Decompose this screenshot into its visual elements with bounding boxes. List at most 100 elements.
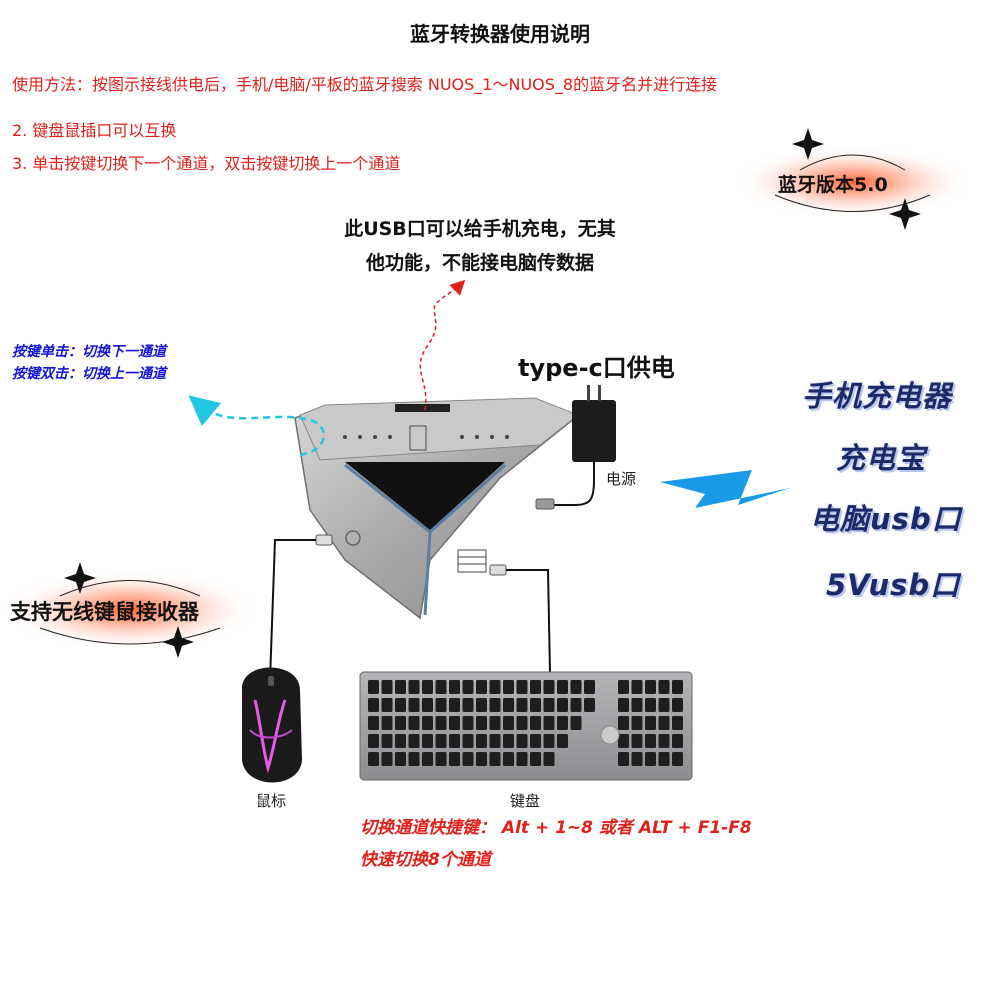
keyboard-key bbox=[395, 698, 406, 712]
keyboard-key bbox=[422, 752, 433, 766]
power-adapter bbox=[535, 385, 616, 510]
keyboard-key bbox=[435, 752, 447, 766]
keyboard-key bbox=[672, 716, 683, 730]
keyboard-key bbox=[658, 734, 670, 748]
keyboard-key bbox=[462, 752, 474, 766]
keyboard-key bbox=[489, 752, 501, 766]
keyboard-key bbox=[449, 716, 460, 730]
power-source-pc-usb: 电脑usb口 bbox=[810, 502, 962, 536]
converter-device bbox=[294, 397, 579, 620]
keyboard-key bbox=[631, 680, 643, 694]
keyboard-key bbox=[381, 698, 393, 712]
keyboard-key bbox=[476, 716, 487, 730]
keyboard-key bbox=[645, 716, 656, 730]
keyboard-key bbox=[381, 716, 393, 730]
keyboard-key bbox=[672, 680, 683, 694]
keyboard-key bbox=[543, 734, 555, 748]
keyboard-key bbox=[516, 680, 528, 694]
keyboard-key bbox=[672, 734, 683, 748]
keyboard-key bbox=[631, 734, 643, 748]
button-note: 按键单击：切换下一通道 按键双击：切换上一通道 bbox=[12, 341, 166, 385]
keyboard-key bbox=[368, 752, 379, 766]
keyboard-key bbox=[435, 698, 447, 712]
keyboard-key bbox=[516, 716, 528, 730]
keyboard-key bbox=[476, 698, 487, 712]
power-source-charger: 手机充电器 bbox=[802, 379, 953, 413]
keyboard-key bbox=[435, 716, 447, 730]
keyboard-key bbox=[368, 680, 379, 694]
mouse-image bbox=[241, 667, 302, 783]
keyboard-key bbox=[618, 698, 629, 712]
button-note-line-1: 按键单击：切换下一通道 bbox=[12, 344, 166, 360]
keyboard-key bbox=[516, 752, 528, 766]
keyboard-key bbox=[503, 716, 514, 730]
keyboard-key bbox=[658, 752, 670, 766]
power-source-powerbank: 充电宝 bbox=[836, 441, 927, 475]
keyboard-key bbox=[449, 734, 460, 748]
keyboard-key bbox=[631, 698, 643, 712]
page-title: 蓝牙转换器使用说明 bbox=[410, 22, 590, 46]
keyboard-key bbox=[543, 752, 555, 766]
keyboard-key bbox=[408, 752, 420, 766]
keyboard-key bbox=[543, 698, 555, 712]
keyboard-key bbox=[557, 698, 568, 712]
keyboard-key bbox=[631, 752, 643, 766]
keyboard-key bbox=[368, 716, 379, 730]
keyboard-key bbox=[557, 680, 568, 694]
keyboard-key bbox=[516, 734, 528, 748]
usb-note-line-2: 他功能，不能接电脑传数据 bbox=[365, 252, 594, 274]
keyboard-key bbox=[672, 698, 683, 712]
keyboard-key bbox=[618, 680, 629, 694]
keyboard-key bbox=[530, 752, 541, 766]
keyboard-key bbox=[368, 734, 379, 748]
keyboard-key bbox=[462, 680, 474, 694]
keyboard-key bbox=[503, 734, 514, 748]
keyboard-key bbox=[631, 716, 643, 730]
keyboard-key bbox=[381, 680, 393, 694]
sparkle-icon bbox=[889, 198, 921, 230]
keyboard-key bbox=[618, 716, 629, 730]
keyboard-key bbox=[395, 752, 406, 766]
keyboard-label: 键盘 bbox=[510, 792, 541, 810]
button-arrow bbox=[188, 395, 326, 457]
keyboard-key bbox=[408, 698, 420, 712]
keyboard-key bbox=[645, 734, 656, 748]
keyboard-key bbox=[489, 680, 501, 694]
keyboard-key bbox=[503, 752, 514, 766]
keyboard-key bbox=[489, 734, 501, 748]
sparkle-icon bbox=[162, 626, 194, 658]
keyboard-key bbox=[462, 698, 474, 712]
keyboard-key bbox=[395, 680, 406, 694]
keyboard-key bbox=[408, 716, 420, 730]
keyboard-key bbox=[422, 680, 433, 694]
keyboard-key bbox=[557, 716, 568, 730]
keyboard-key bbox=[618, 734, 629, 748]
keyboard-key bbox=[435, 734, 447, 748]
instruction-3: 3. 单击按键切换下一个通道，双击按键切换上一个通道 bbox=[12, 154, 401, 173]
keyboard-key bbox=[476, 680, 487, 694]
shortcut-line-1: 切换通道快捷键： Alt + 1~8 或者 ALT + F1-F8 bbox=[360, 818, 752, 838]
mouse-cable bbox=[269, 534, 333, 681]
keyboard-key bbox=[368, 698, 379, 712]
keyboard-key bbox=[530, 698, 541, 712]
keyboard-key bbox=[476, 734, 487, 748]
keyboard-key bbox=[422, 716, 433, 730]
keyboard-cable bbox=[489, 564, 551, 674]
instruction-2: 2. 键盘鼠插口可以互换 bbox=[12, 121, 177, 140]
lightning-bolt-icon bbox=[660, 470, 790, 508]
shortcut-line-2: 快速切换8个通道 bbox=[360, 850, 491, 870]
keyboard-key bbox=[645, 698, 656, 712]
keyboard-image bbox=[359, 671, 693, 781]
keyboard-key bbox=[658, 716, 670, 730]
keyboard-key bbox=[408, 734, 420, 748]
keyboard-key bbox=[645, 680, 656, 694]
power-source-5v-usb: 5Vusb口 bbox=[826, 568, 961, 602]
keyboard-key bbox=[658, 680, 670, 694]
keyboard-key bbox=[476, 752, 487, 766]
keyboard-key bbox=[645, 752, 656, 766]
keyboard-key bbox=[449, 680, 460, 694]
keyboard-key bbox=[503, 698, 514, 712]
keyboard-key bbox=[530, 734, 541, 748]
keyboard-key bbox=[543, 680, 555, 694]
